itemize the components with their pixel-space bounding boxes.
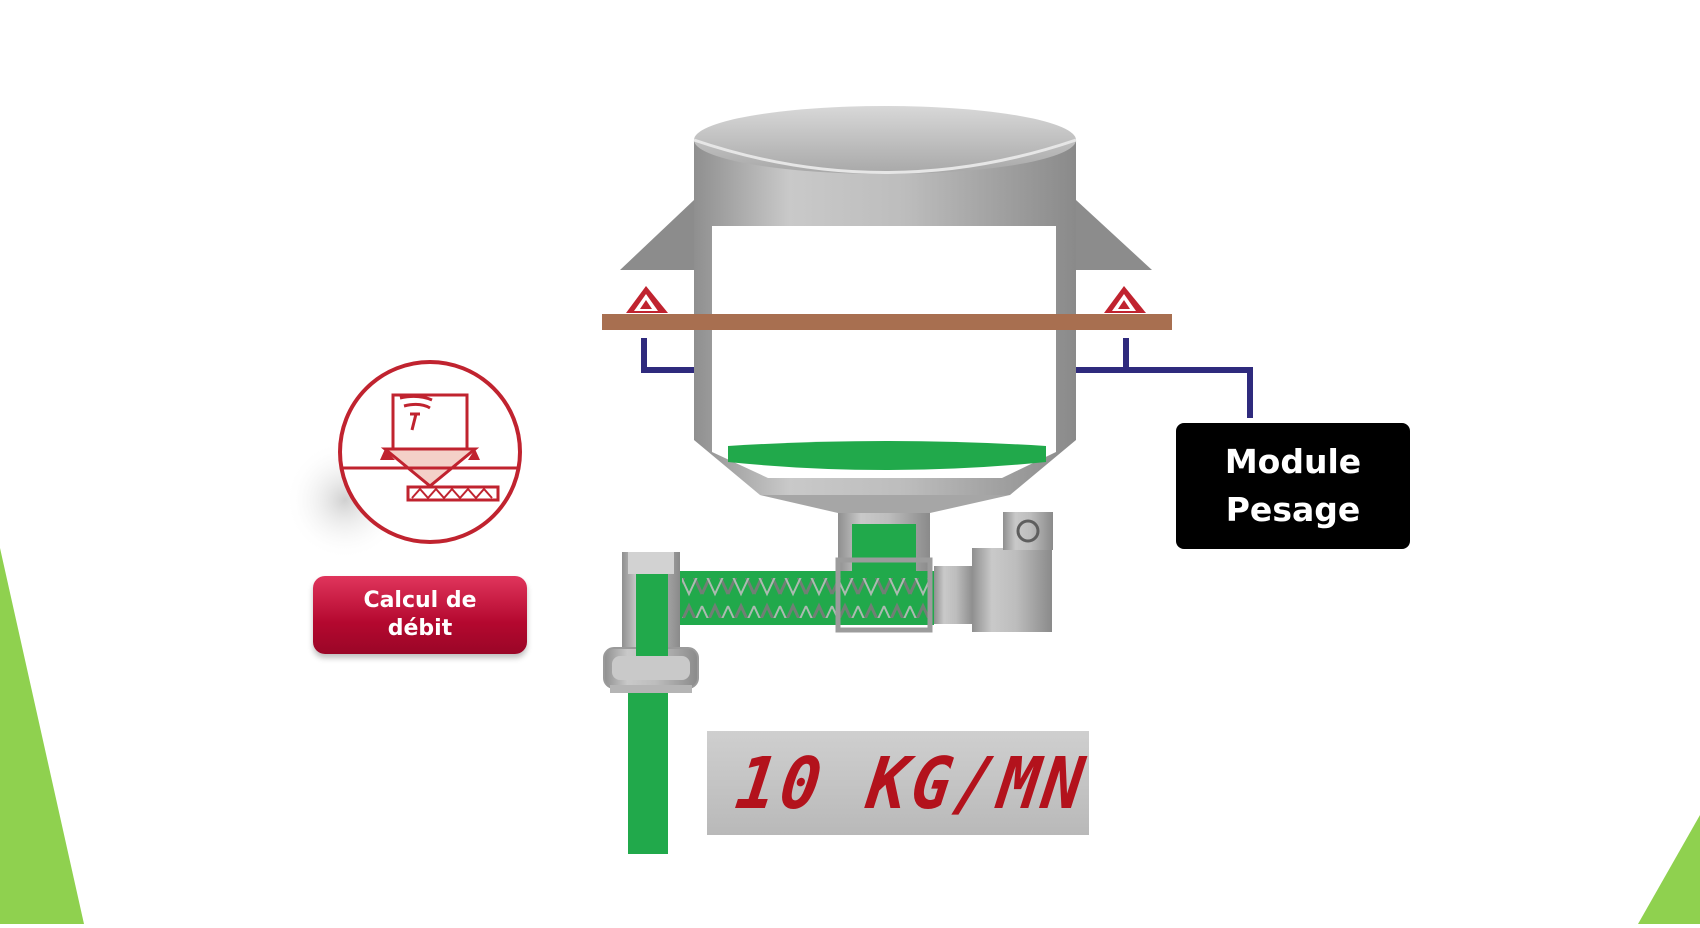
hopper-neck-material	[852, 524, 916, 571]
calc-button-line1: Calcul de	[363, 588, 477, 613]
hopper-wing-right	[1076, 200, 1152, 270]
slide-accent-left	[0, 548, 84, 924]
screw-conveyor	[678, 557, 974, 633]
slide-accent-right	[1638, 815, 1700, 924]
scale-logo-icon	[338, 360, 522, 544]
module-pesage-box: Module Pesage	[1176, 423, 1410, 549]
calc-button-line2: débit	[387, 616, 453, 641]
hopper-rim	[694, 106, 1076, 174]
outlet-pipe	[603, 552, 699, 854]
signal-wire-left	[641, 338, 694, 373]
load-cell-icon	[626, 286, 668, 313]
module-label-line2: Pesage	[1225, 490, 1361, 529]
hopper-window	[712, 226, 1056, 478]
load-cell-icon	[1104, 286, 1146, 313]
calc-debit-button[interactable]: Calcul de débit	[313, 576, 527, 654]
signal-wire-right	[1076, 367, 1253, 418]
motor-icon	[972, 512, 1053, 632]
flow-rate-display: 10 KG/MN	[707, 731, 1093, 835]
flow-rate-value: 10 KG/MN	[731, 741, 1093, 825]
module-label-line1: Module	[1224, 442, 1362, 481]
hopper-icon	[620, 106, 1152, 571]
weighing-beam	[602, 314, 1172, 330]
hopper-wing-left	[620, 200, 694, 270]
hopper-material	[728, 441, 1046, 470]
